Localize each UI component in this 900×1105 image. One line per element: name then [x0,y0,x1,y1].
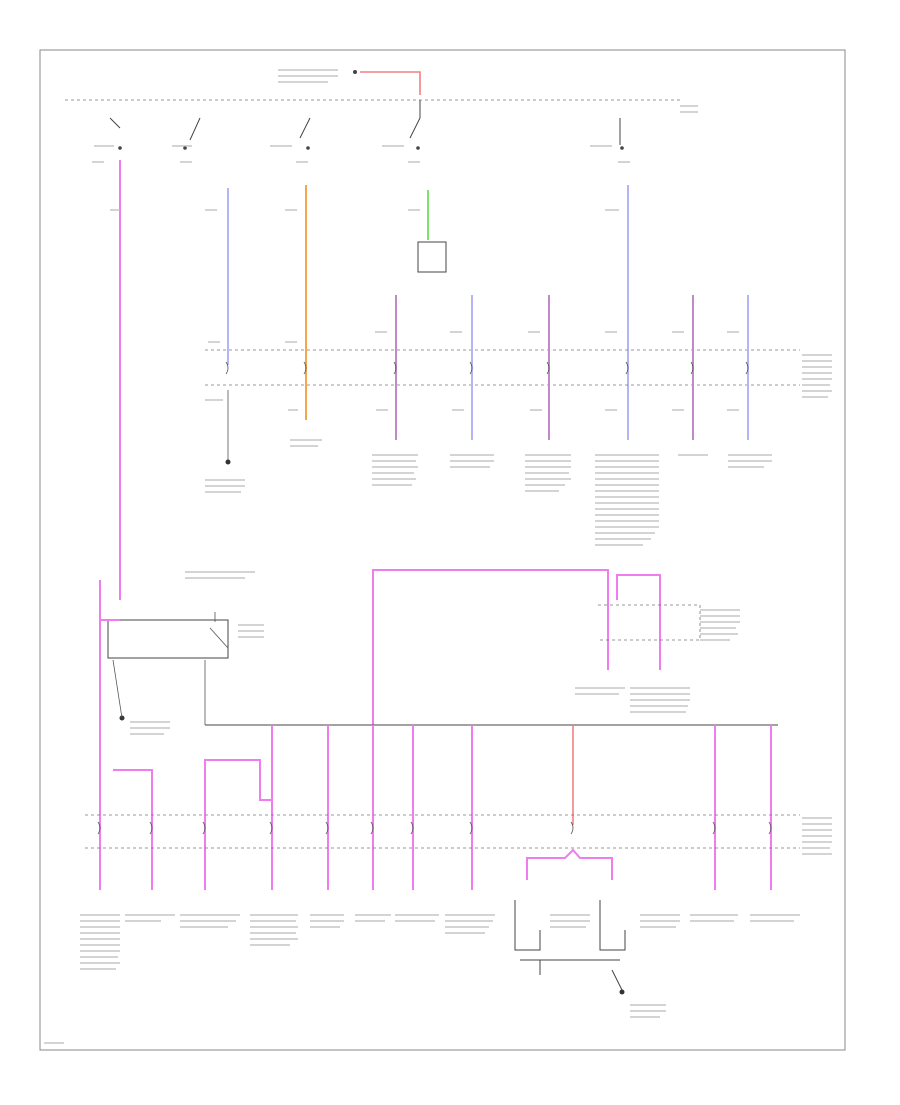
ground-point-upper [225,459,231,465]
wire-pink-loop-left [99,580,120,621]
upper-fuses [225,361,749,375]
ignition-switch-contacts [109,100,624,150]
lower-fuses [97,821,772,835]
relay-block-right [598,604,701,641]
diagram-frame [39,49,846,1051]
bottom-switches [514,900,626,995]
wire-pink-mid-loop [372,569,609,725]
upper-fuse-block [205,349,800,386]
lower-fuse-block [85,814,800,849]
battery-feed-wire [360,71,421,95]
relay-box-green [417,241,447,273]
relay-box-main [107,619,229,659]
lower-branch-wires [113,725,772,890]
illegible-label-marks [44,69,832,1044]
lower-pink-split [526,848,613,880]
wire-pink-right-loop [616,574,661,670]
